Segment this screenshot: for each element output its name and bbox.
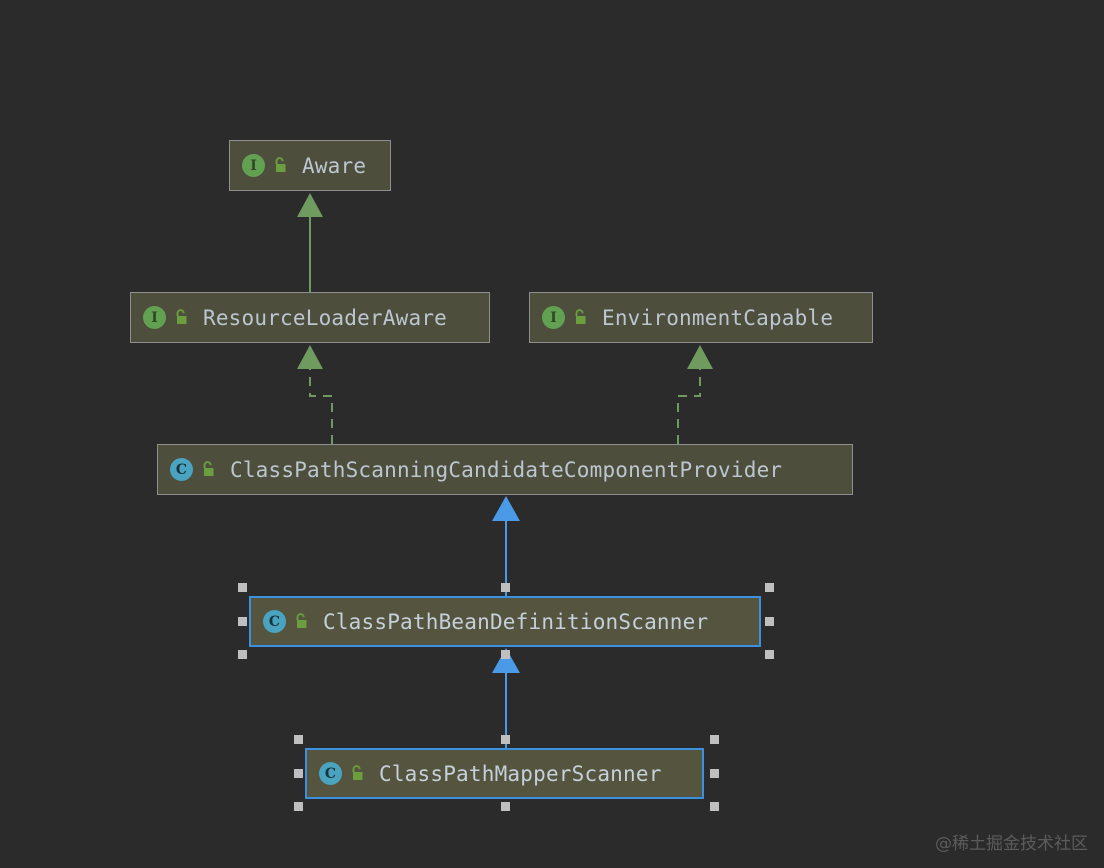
uml-node-classpath-scanning-candidate-component-provider[interactable]: C ClassPathScanningCandidateComponentPro… [157, 444, 853, 495]
selection-handle-bottom-center[interactable] [501, 802, 510, 811]
node-label: ClassPathScanningCandidateComponentProvi… [230, 457, 783, 482]
selection-handle-bottom-center[interactable] [501, 650, 510, 659]
interface-icon: I [242, 154, 265, 177]
selection-handle-bottom-right[interactable] [710, 802, 719, 811]
unlocked-padlock-icon [349, 765, 365, 782]
edge-scanner-provider[interactable] [492, 496, 520, 596]
selection-handle-top-center[interactable] [501, 583, 510, 592]
edge-arrowhead-triangle [492, 496, 520, 521]
uml-node-aware[interactable]: I Aware [229, 140, 391, 191]
edge-arrowhead-triangle [687, 345, 713, 369]
unlocked-padlock-icon [200, 461, 216, 478]
edge-line [677, 367, 701, 444]
edge-arrowhead-triangle [297, 193, 323, 217]
node-label: ClassPathBeanDefinitionScanner [323, 609, 709, 634]
edge-arrowhead-triangle [297, 345, 323, 369]
interface-icon: I [542, 306, 565, 329]
selection-handle-bottom-right[interactable] [765, 650, 774, 659]
unlocked-padlock-icon [272, 157, 288, 174]
class-icon: C [319, 762, 342, 785]
edge-mapperscanner-scanner[interactable] [492, 648, 520, 748]
uml-node-classpath-mapper-scanner[interactable]: C ClassPathMapperScanner [305, 748, 704, 799]
selection-handle-middle-left[interactable] [238, 617, 247, 626]
uml-node-resource-loader-aware[interactable]: I ResourceLoaderAware [130, 292, 490, 343]
selection-handle-top-left[interactable] [294, 735, 303, 744]
selection-handle-middle-left[interactable] [294, 769, 303, 778]
edge-line [309, 367, 333, 444]
selection-handle-top-right[interactable] [765, 583, 774, 592]
node-label: Aware [302, 153, 367, 178]
interface-icon: I [143, 306, 166, 329]
unlocked-padlock-icon [293, 613, 309, 630]
selection-handle-middle-right[interactable] [710, 769, 719, 778]
class-icon: C [263, 610, 286, 633]
class-icon: C [170, 458, 193, 481]
edge-resourceloaderaware-aware[interactable] [297, 193, 323, 292]
unlocked-padlock-icon [173, 309, 189, 326]
watermark: @稀土掘金技术社区 [935, 834, 1088, 854]
node-label: ClassPathMapperScanner [379, 761, 662, 786]
selection-handle-bottom-left[interactable] [294, 802, 303, 811]
selection-handle-top-center[interactable] [501, 735, 510, 744]
unlocked-padlock-icon [572, 309, 588, 326]
node-label: ResourceLoaderAware [203, 305, 448, 330]
selection-handle-bottom-left[interactable] [238, 650, 247, 659]
node-label: EnvironmentCapable [602, 305, 834, 330]
selection-handle-middle-right[interactable] [765, 617, 774, 626]
uml-node-classpath-bean-definition-scanner[interactable]: C ClassPathBeanDefinitionScanner [249, 596, 761, 647]
edge-provider-environmentcapable[interactable] [677, 345, 713, 444]
selection-handle-top-left[interactable] [238, 583, 247, 592]
uml-node-environment-capable[interactable]: I EnvironmentCapable [529, 292, 873, 343]
selection-handle-top-right[interactable] [710, 735, 719, 744]
edge-provider-resourceloaderaware[interactable] [297, 345, 333, 444]
